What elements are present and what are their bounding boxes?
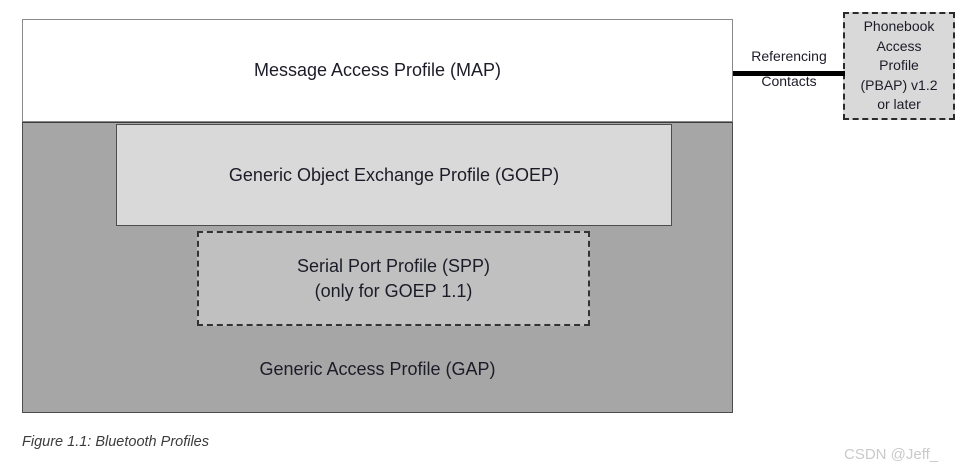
connector-label-top: Referencing bbox=[751, 48, 827, 64]
connector-label-bottom: Contacts bbox=[761, 73, 817, 89]
map-profile-box: Message Access Profile (MAP) bbox=[22, 19, 733, 122]
spp-profile-label-line1: Serial Port Profile (SPP) bbox=[296, 255, 491, 276]
pbap-profile-label-line1: Phonebook bbox=[863, 18, 935, 35]
spp-profile-box: Serial Port Profile (SPP) (only for GOEP… bbox=[197, 231, 590, 326]
figure-caption: Figure 1.1: Bluetooth Profiles bbox=[22, 434, 209, 450]
pbap-profile-label-line4: (PBAP) v1.2 bbox=[860, 76, 938, 93]
gap-profile-label: Generic Access Profile (GAP) bbox=[259, 359, 496, 379]
pbap-profile-label-line3: Profile bbox=[879, 57, 919, 74]
goep-profile-label: Generic Object Exchange Profile (GOEP) bbox=[228, 164, 560, 185]
referencing-contacts-connector-line bbox=[733, 71, 845, 76]
gap-profile-label-wrapper: Generic Access Profile (GAP) bbox=[23, 359, 732, 380]
watermark: CSDN @Jeff_ bbox=[844, 446, 939, 463]
spp-profile-label-line2: (only for GOEP 1.1) bbox=[314, 280, 473, 301]
goep-profile-box: Generic Object Exchange Profile (GOEP) bbox=[116, 124, 672, 226]
pbap-profile-box: Phonebook Access Profile (PBAP) v1.2 or … bbox=[843, 12, 955, 120]
pbap-profile-label-line5: or later bbox=[877, 96, 921, 113]
map-profile-label: Message Access Profile (MAP) bbox=[253, 60, 502, 80]
pbap-profile-label-line2: Access bbox=[876, 37, 922, 54]
